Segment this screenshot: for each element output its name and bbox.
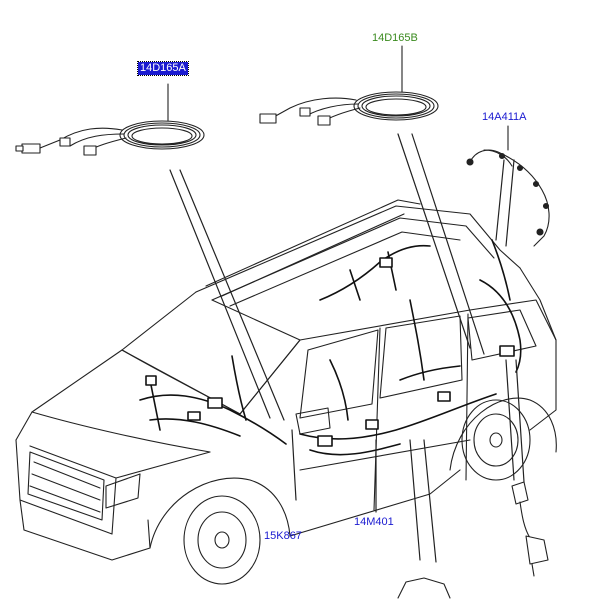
leader-lines [169, 133, 525, 563]
callout-14D165B[interactable]: 14D165B [372, 32, 418, 44]
callout-14D165A[interactable]: 14D165A [137, 61, 189, 76]
harness-part-bottom-icon[interactable] [397, 577, 451, 599]
callout-14M401[interactable]: 14M401 [354, 516, 394, 528]
vehicle-body-outline [15, 199, 557, 585]
roof-harness-icon[interactable] [466, 125, 550, 247]
callout-15K867[interactable]: 15K867 [264, 530, 302, 542]
connector-plug-icon[interactable] [511, 481, 549, 577]
harness-coil-b-icon[interactable] [259, 45, 439, 126]
callout-14A411A[interactable]: 14A411A [482, 111, 527, 123]
harness-coil-a-icon[interactable] [15, 83, 205, 156]
internal-wiring-looms [139, 239, 522, 456]
